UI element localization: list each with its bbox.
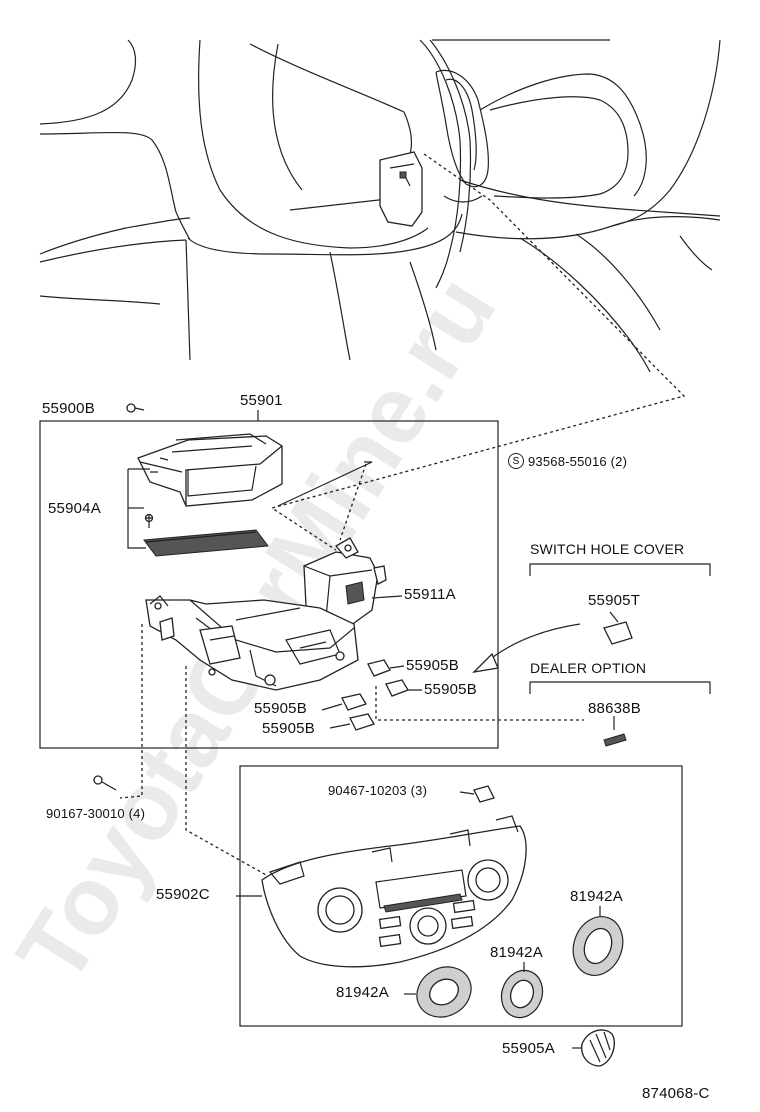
bracket-tray-leader	[127, 468, 150, 549]
screw-55900B	[126, 403, 145, 413]
leader-dash-dashboard	[270, 153, 686, 551]
knob-ring-81942A-1	[416, 966, 472, 1018]
label-55905T: 55905T	[588, 592, 641, 609]
heading-dealer-option: DEALER OPTION	[530, 660, 647, 676]
label-55905B-1: 55905B	[406, 657, 459, 674]
label-55904A: 55904A	[48, 500, 101, 517]
label-55902C: 55902C	[156, 886, 210, 903]
label-90167: 90167-30010 (4)	[46, 806, 146, 821]
heading-switch-hole-cover: SWITCH HOLE COVER	[530, 541, 685, 557]
knob-ring-81942A-2	[500, 969, 544, 1019]
label-90467: 90467-10203 (3)	[328, 783, 428, 798]
s-marker-icon: S	[508, 453, 524, 469]
label-88638B: 88638B	[588, 700, 641, 717]
dashboard-overview	[39, 39, 721, 373]
label-55905B-2: 55905B	[424, 681, 477, 698]
label-81942A-1: 81942A	[336, 984, 389, 1001]
label-55905B-4: 55905B	[262, 720, 315, 737]
assembly-box-55901	[39, 420, 499, 749]
label-55911A: 55911A	[404, 586, 456, 603]
label-55900B: 55900B	[42, 400, 95, 417]
knob-ring-81942A-3	[572, 916, 624, 976]
mounting-bracket	[145, 595, 359, 691]
label-93568: S 93568-55016 (2)	[508, 453, 627, 469]
bracket-tray	[137, 433, 283, 507]
label-81942A-3: 81942A	[570, 888, 623, 905]
plate	[143, 529, 269, 557]
diagram-id: 874068-C	[642, 1085, 710, 1102]
switch-block-55905B-2	[385, 679, 409, 697]
leaders-box	[321, 595, 422, 729]
switch-hole-cover-55905T	[603, 621, 633, 645]
clip-90467	[459, 785, 495, 803]
control-panel-55902C	[261, 815, 527, 968]
label-55901: 55901	[240, 392, 283, 409]
switch-block-55905B-4	[349, 713, 375, 731]
screw-90167	[93, 775, 117, 791]
label-55905A: 55905A	[502, 1040, 555, 1057]
switch-block-55905B-3	[341, 693, 367, 711]
screw-55904A	[128, 507, 154, 528]
label-93568-text: 93568-55016 (2)	[528, 453, 628, 469]
part-88638B	[603, 733, 627, 747]
switch-block-55905B-1	[367, 659, 391, 677]
label-55905B-3: 55905B	[254, 700, 307, 717]
leader-dash-88638B	[375, 686, 584, 721]
label-81942A-2: 81942A	[490, 944, 543, 961]
bracket-55911A	[303, 537, 387, 627]
knob-55905A	[581, 1029, 615, 1067]
